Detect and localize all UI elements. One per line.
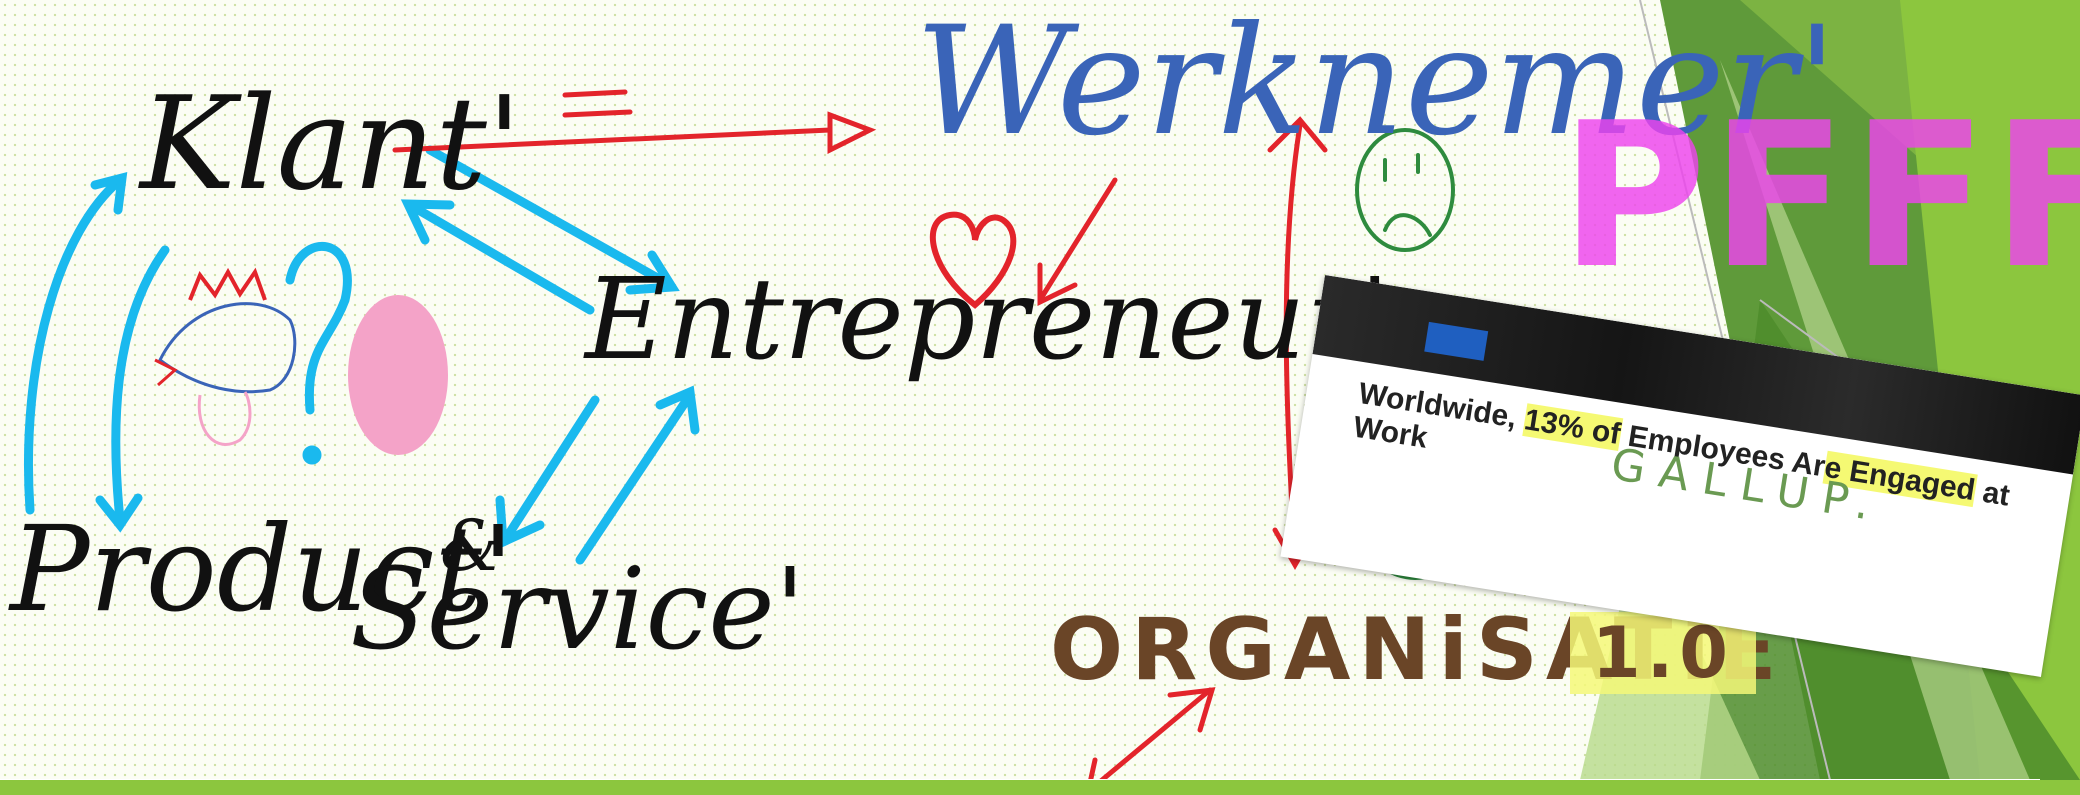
chicken-icon bbox=[154, 267, 297, 446]
word-werknemer: Werknemer' bbox=[915, 0, 1838, 169]
arrowhead bbox=[495, 495, 545, 549]
slide-bottom-bar bbox=[0, 780, 2080, 795]
arrowhead bbox=[95, 493, 143, 533]
arrowhead bbox=[655, 385, 700, 435]
question-mark-icon bbox=[285, 241, 352, 465]
arrow-klant-to-entrepreneur bbox=[425, 145, 675, 290]
arrow-service-to-entrepreneur bbox=[575, 390, 695, 565]
word-pfff: PFFF bbox=[1560, 80, 2080, 313]
heart-icon bbox=[929, 211, 1017, 309]
arrow-entrepreneur-to-service bbox=[500, 395, 600, 545]
arrow-organisatie-down bbox=[1087, 687, 1213, 793]
word-klant: Klant' bbox=[140, 70, 522, 219]
arrowhead bbox=[90, 171, 128, 215]
arrow-werknemer-to-entrepreneur bbox=[1037, 177, 1118, 303]
arrowhead bbox=[625, 250, 680, 295]
sad-face-icon bbox=[1355, 128, 1455, 252]
arrow-klant-to-product bbox=[23, 175, 125, 515]
arrow-klant-to-werknemer bbox=[392, 127, 833, 153]
word-ampersand: & bbox=[440, 505, 503, 587]
word-entrepreneur: Entrepreneur' bbox=[585, 255, 1391, 385]
arrow-product-to-klant bbox=[111, 245, 170, 525]
egg-icon bbox=[348, 295, 448, 455]
arrow-entrepreneur-to-klant bbox=[405, 200, 595, 315]
equals-sign bbox=[562, 89, 633, 118]
word-service: Service' bbox=[350, 545, 806, 675]
word-product: Product' bbox=[10, 500, 515, 638]
headline-highlight: 13% of bbox=[1522, 403, 1623, 451]
arrowhead bbox=[400, 199, 455, 245]
